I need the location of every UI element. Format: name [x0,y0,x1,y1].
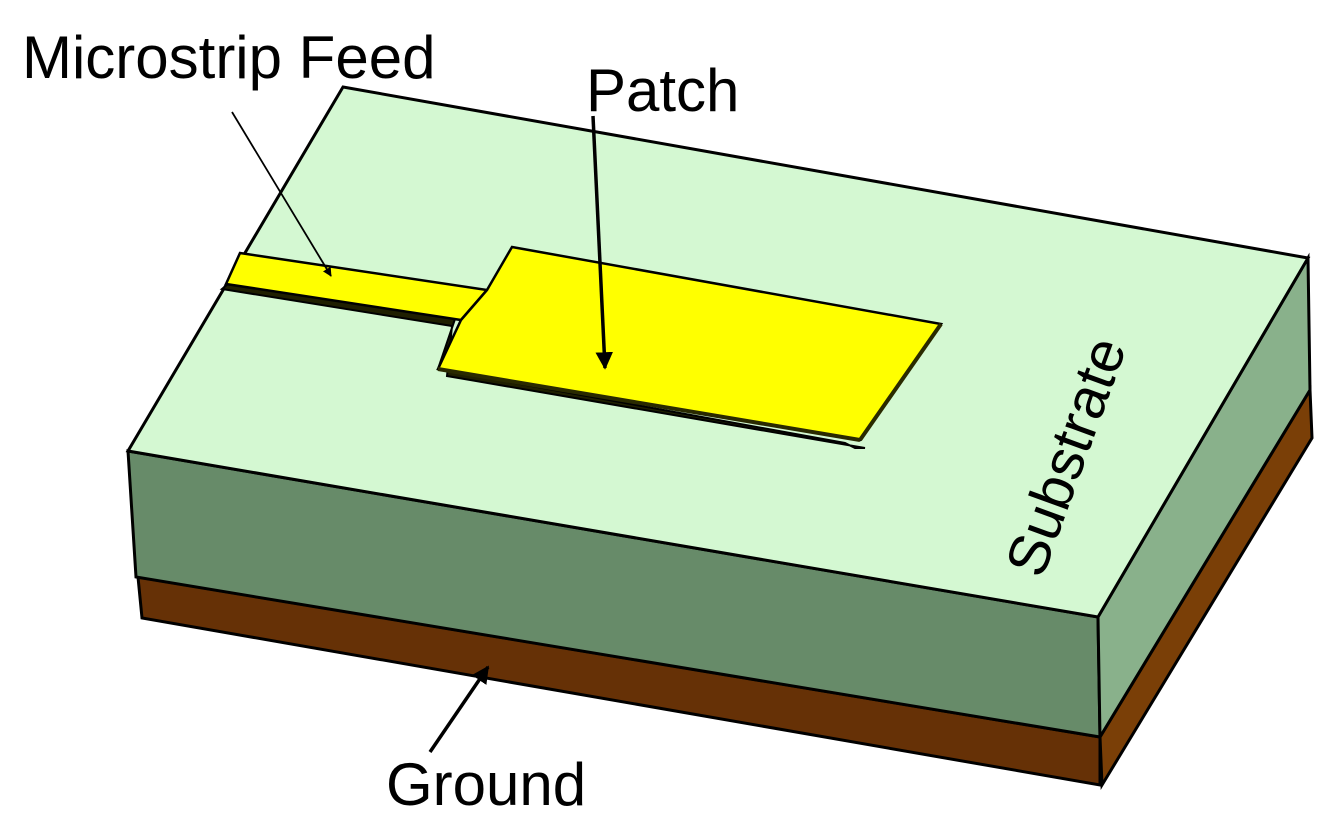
conductor-edge [219,282,866,449]
ground-label: Ground [386,751,586,818]
patch-right-edge-shadow [858,322,943,442]
patch-bottom-edge-shadow [437,367,861,442]
ground-pointer-arrow [428,665,490,753]
feed-label: Microstrip Feed [22,24,435,91]
feed-pointer-arrow [231,111,332,277]
patch-pointer-arrow [591,115,613,370]
patch-label: Patch [586,57,739,124]
